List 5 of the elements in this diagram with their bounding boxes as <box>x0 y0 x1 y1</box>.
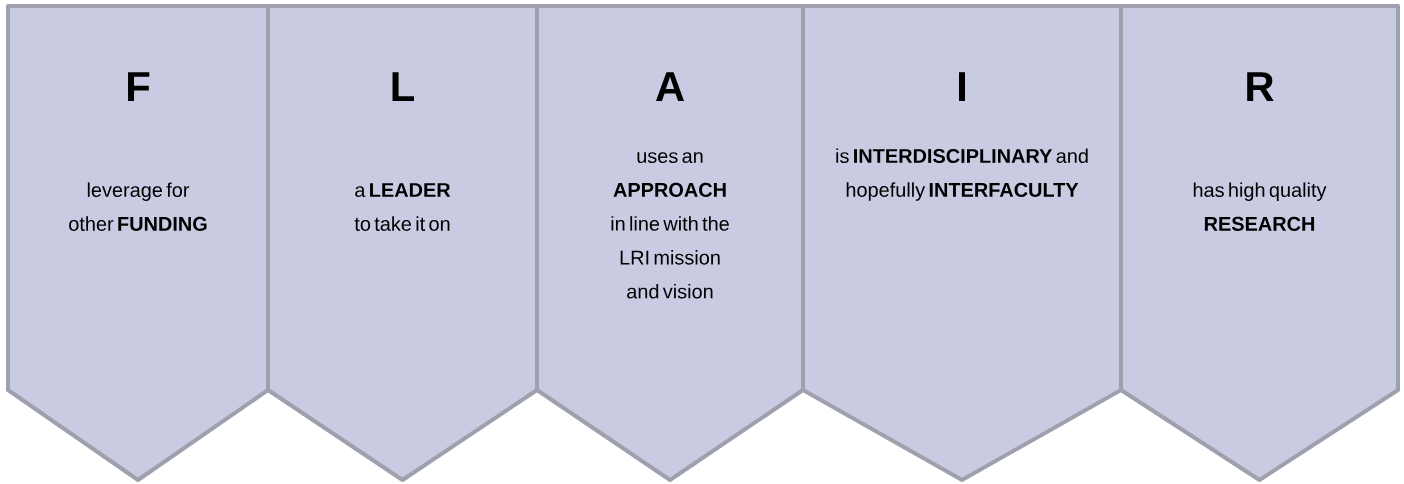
chevron-box: A uses an APPROACH in line with the LRI mission and vision <box>535 4 805 482</box>
chevron-box: L a LEADER to take it on <box>266 4 539 482</box>
chevron-box: F leverage for other FUNDING <box>6 4 270 482</box>
chevron-box: I is INTERDISCIPLINARY and hopefully INTERFACULTY <box>801 4 1123 482</box>
chevron-box: R has high quality RESEARCH <box>1119 4 1400 482</box>
